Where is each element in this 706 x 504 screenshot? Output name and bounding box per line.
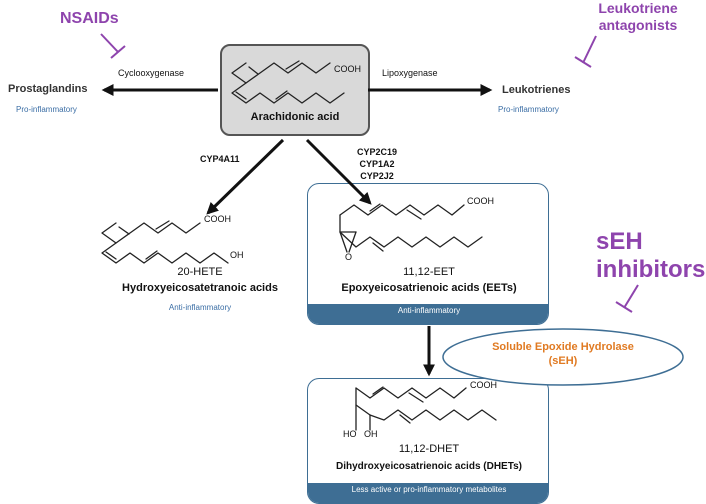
eet-effect: Anti-inflammatory: [397, 306, 461, 315]
prostaglandins-label: Prostaglandins: [8, 83, 88, 95]
arrow-to-eet: [305, 138, 372, 205]
cyclooxygenase-label: Cyclooxygenase: [118, 68, 185, 78]
dhet-compound: 11,12-DHET: [398, 443, 460, 455]
prostaglandins-effect: Pro-inflammatory: [16, 105, 77, 114]
eet-compound: 11,12-EET: [403, 266, 455, 278]
eet-class: Epoxyeicosatrienoic acids (EETs): [341, 282, 517, 294]
hydrolase-line2: (sEH): [548, 355, 578, 367]
arachidonic-acid-name: Arachidonic acid: [250, 111, 340, 123]
hete-effect: Anti-inflammatory: [168, 303, 232, 312]
hete-structure: [101, 220, 229, 264]
nsaids-label: NSAIDs: [60, 10, 119, 27]
hydrolase-ellipse: [442, 328, 684, 386]
cyp4a11-label: CYP4A11: [200, 154, 240, 164]
eet-epoxide-o: O: [345, 252, 353, 262]
cyp1a2-label: CYP1A2: [359, 159, 395, 169]
dhet-oh: OH: [364, 429, 378, 439]
leukotrienes-effect: Pro-inflammatory: [498, 105, 559, 114]
eet-effect-banner: [308, 304, 548, 324]
dhet-effect-banner: [308, 483, 548, 503]
eet-structure: [339, 203, 483, 253]
lipoxygenase-label: Lipoxygenase: [382, 68, 438, 78]
cyp2c19-label: CYP2C19: [356, 147, 398, 157]
dhet-effect: Less active or pro-inflammatory metaboli…: [351, 485, 507, 494]
cyp-enzymes-label: CYP2C19 CYP1A2 CYP2J2: [342, 146, 412, 182]
hydrolase-line1: Soluble Epoxide Hydrolase: [492, 341, 634, 353]
seh-inhibition-marker: [615, 284, 639, 313]
arachidonic-cooh: COOH: [334, 64, 361, 74]
arachidonic-acid-structure: [231, 60, 345, 104]
leukotriene-antagonist-inhibition-marker: [574, 35, 597, 68]
eet-cooh: COOH: [467, 196, 494, 206]
hete-compound: 20-HETE: [177, 266, 223, 278]
arachidonic-acid-box: [220, 44, 370, 136]
dhet-ho: HO: [343, 429, 357, 439]
seh-label-line2: inhibitors: [596, 256, 706, 283]
eet-box: [307, 183, 549, 325]
leukotrienes-label: Leukotrienes: [502, 84, 571, 96]
hete-cooh: COOH: [204, 214, 231, 224]
hete-class: Hydroxyeicosatetranoic acids: [122, 282, 278, 294]
leukotriene-antagonists-label: Leukotriene antagonists: [580, 0, 696, 34]
cyp2j2-label: CYP2J2: [360, 171, 394, 181]
dhet-box: [307, 378, 549, 504]
dhet-structure: [355, 386, 497, 431]
leukotriene-label-line2: antagonists: [598, 17, 678, 33]
nsaids-inhibition-marker: [100, 33, 126, 59]
dhet-class: Dihydroxyeicosatrienoic acids (DHETs): [336, 461, 522, 472]
seh-label-line1: sEH: [596, 228, 643, 255]
dhet-cooh: COOH: [470, 380, 497, 390]
seh-inhibitors-label: sEH inhibitors: [596, 228, 705, 284]
leukotriene-label-line1: Leukotriene: [598, 0, 678, 16]
hete-oh: OH: [230, 250, 244, 260]
hydrolase-label: Soluble Epoxide Hydrolase (sEH): [443, 340, 683, 368]
arrow-to-hete: [206, 138, 285, 215]
